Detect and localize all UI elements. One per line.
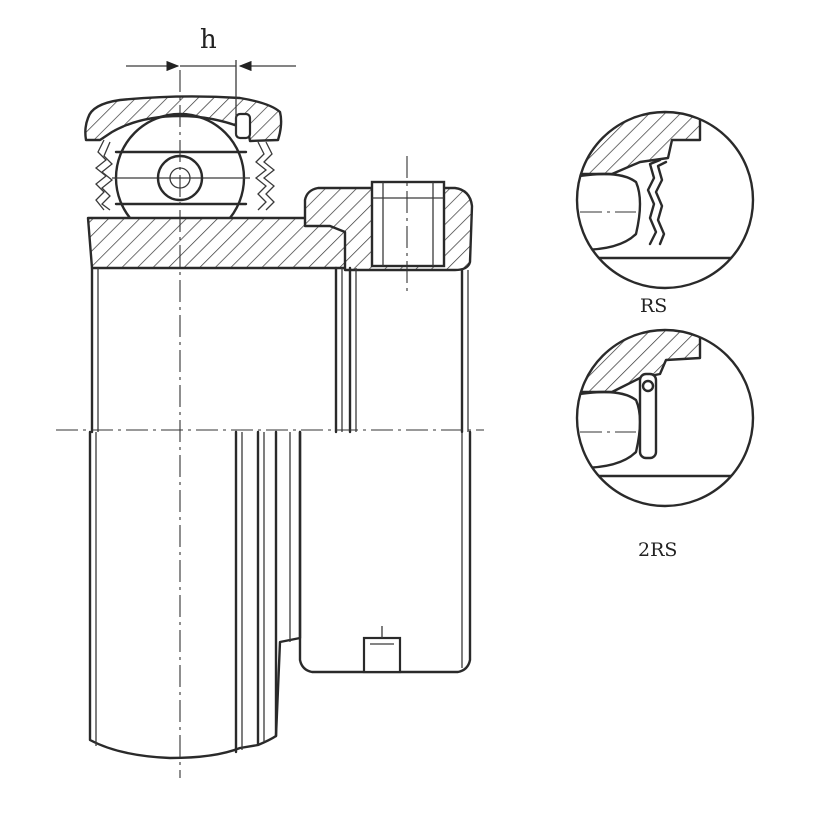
outer-ring: [84, 95, 283, 143]
shaft-lower: [88, 430, 302, 760]
collar-lower: [298, 430, 472, 674]
seal-left: [94, 139, 108, 211]
dimension-h: h: [126, 25, 296, 72]
dimension-h-label: h: [200, 25, 217, 55]
seal-left-2: [100, 141, 114, 211]
detail-rs: RS: [575, 110, 755, 317]
set-screw-lower: [362, 636, 402, 674]
snap-ring: [234, 112, 252, 140]
detail-2rs-label: 2RS: [638, 539, 677, 561]
set-screw: [370, 180, 446, 268]
seal-right: [254, 141, 268, 211]
seal-right-2: [262, 141, 276, 211]
bearing-section: [56, 60, 484, 778]
detail-2rs: 2RS: [575, 328, 755, 561]
detail-rs-label: RS: [640, 295, 667, 317]
